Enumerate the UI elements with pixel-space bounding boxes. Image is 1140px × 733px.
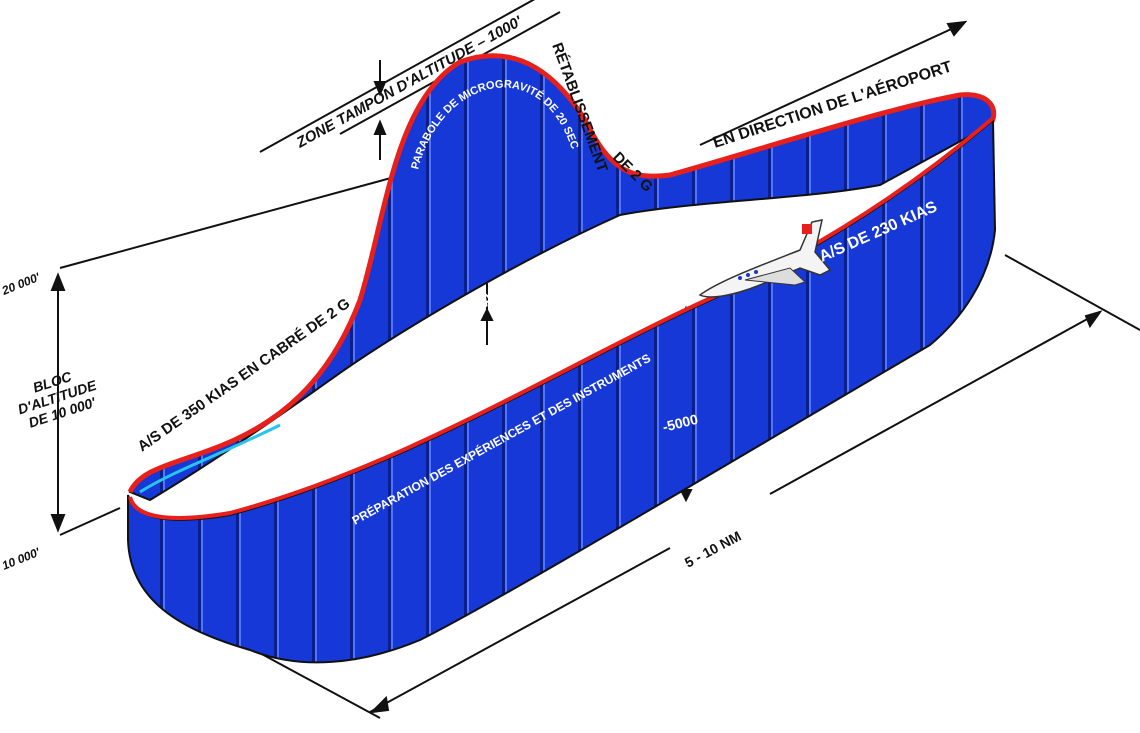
- alt-10000-label: 10 000': [0, 545, 43, 573]
- front-edge-red: [128, 116, 995, 520]
- distance-label: 5 - 10 NM: [682, 528, 744, 571]
- alt-20000-label: 20 000': [0, 270, 43, 299]
- altitude-block-label: BLOC D'ALTITUDE DE 10 000': [16, 368, 99, 431]
- inner-rim: [139, 423, 281, 494]
- airplane-icon: [698, 219, 832, 298]
- top-edge-red: [127, 53, 997, 494]
